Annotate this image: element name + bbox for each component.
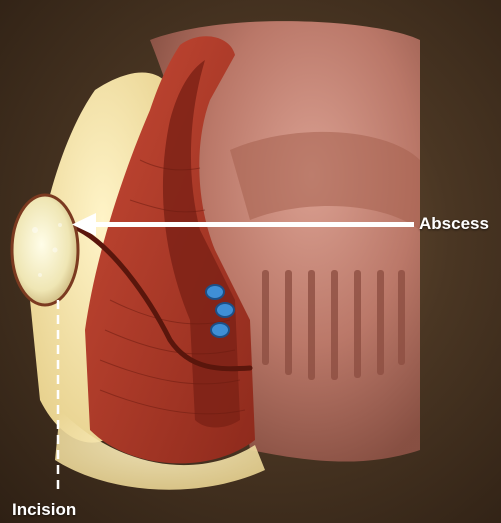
- abscess-label: Abscess: [419, 214, 489, 234]
- abscess-cavity: [12, 195, 78, 305]
- incision-label: Incision: [12, 500, 76, 520]
